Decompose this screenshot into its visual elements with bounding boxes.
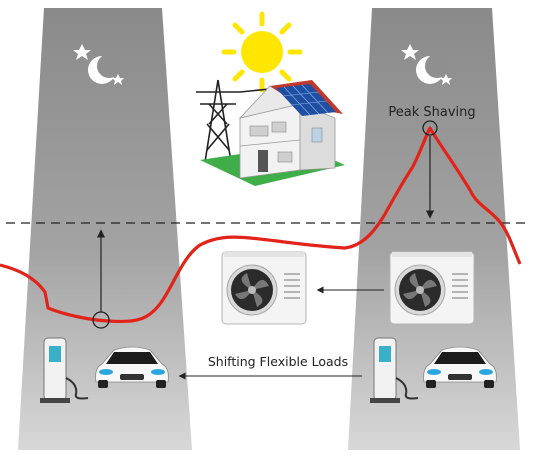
moon-and-stars-icon [73,44,124,85]
air-conditioner-icon [389,251,475,325]
electric-car-icon [95,346,169,388]
air-conditioner-icon [221,251,307,325]
sun-icon [221,11,303,93]
peak-shaving-label: Peak Shaving [388,105,475,120]
ev-charger-icon [40,337,89,403]
moon-and-stars-icon [401,44,452,85]
solar-house-icon [200,80,345,186]
ev-charger-icon [370,337,419,403]
peak-marker [422,120,438,136]
load-curve [0,126,522,324]
electric-car-icon [423,346,497,388]
shifting-flexible-loads-label: Shifting Flexible Loads [208,354,348,369]
